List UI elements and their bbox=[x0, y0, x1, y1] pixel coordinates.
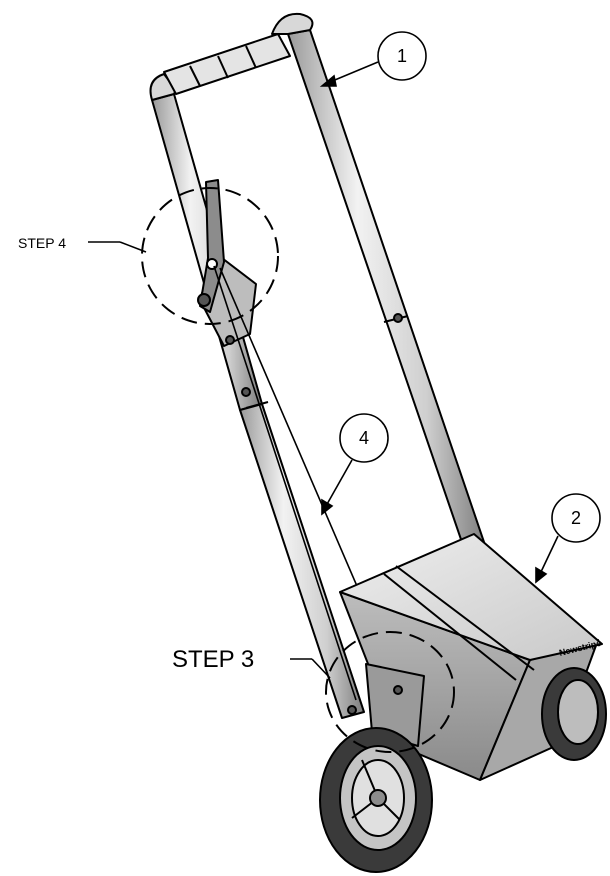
trigger-assembly bbox=[197, 179, 257, 347]
right-upright-tube bbox=[287, 29, 487, 555]
leader-4 bbox=[325, 459, 353, 507]
step4-label: STEP 4 bbox=[18, 235, 66, 251]
lever-pivot bbox=[206, 258, 218, 270]
balloon-1-number: 1 bbox=[397, 46, 407, 66]
arrowhead-1 bbox=[319, 74, 337, 87]
grip-ring bbox=[217, 55, 229, 79]
balloon-4-number: 4 bbox=[359, 428, 369, 448]
step4-leader bbox=[119, 241, 147, 253]
balloon-2 bbox=[551, 493, 601, 543]
step4-detail-circle bbox=[141, 187, 279, 325]
wheel-hub bbox=[369, 789, 387, 807]
balloon-2-number: 2 bbox=[571, 508, 581, 528]
bracket-bolt bbox=[393, 685, 403, 695]
grip-ring bbox=[189, 65, 201, 87]
hopper-lid bbox=[339, 533, 603, 661]
lever-bolt bbox=[197, 293, 211, 307]
plate-bolt bbox=[225, 335, 235, 345]
step3-label: STEP 3 bbox=[172, 646, 254, 673]
front-wheel bbox=[319, 727, 433, 873]
detail-circles bbox=[141, 187, 455, 753]
cable-strand bbox=[213, 265, 357, 701]
balloons bbox=[88, 31, 601, 679]
bracket-bolt bbox=[347, 705, 357, 715]
lid-seam bbox=[395, 565, 535, 671]
leader-1 bbox=[329, 61, 379, 83]
grip-ring bbox=[245, 45, 257, 69]
step3-detail-circle bbox=[325, 631, 455, 753]
step3-leader bbox=[311, 658, 331, 679]
arrowhead-2 bbox=[535, 566, 548, 584]
rear-wheel bbox=[541, 667, 607, 761]
balloon-1 bbox=[377, 31, 427, 81]
arrowhead-4 bbox=[321, 498, 334, 516]
nozzle-bracket bbox=[365, 663, 425, 747]
handle-grip bbox=[163, 33, 291, 95]
leader-2 bbox=[539, 535, 559, 575]
balloon-4 bbox=[339, 413, 389, 463]
tube-joint bbox=[245, 401, 269, 409]
lid-seam bbox=[383, 573, 517, 681]
joint-bolt bbox=[241, 387, 251, 397]
joint-bolt bbox=[393, 313, 403, 323]
top-bend-right bbox=[271, 12, 314, 35]
